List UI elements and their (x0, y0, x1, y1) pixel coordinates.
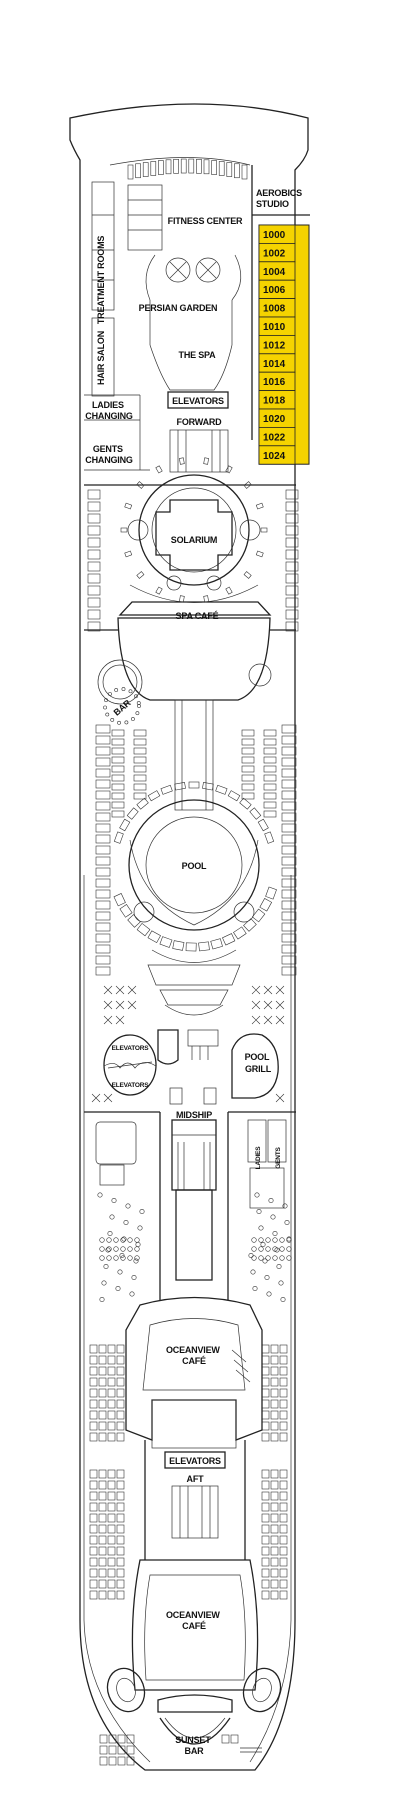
pool-section (84, 617, 296, 1016)
cabin-number: 1022 (263, 432, 286, 443)
midship-section (84, 1029, 296, 1300)
elevators-aft-label: ELEVATORS (169, 1456, 221, 1466)
hull-inner (83, 875, 292, 1763)
cabin-number: 1018 (263, 396, 286, 407)
cabin-number: 1010 (263, 322, 286, 333)
forward-label: FORWARD (177, 417, 223, 427)
solarium-label: SOLARIUM (171, 535, 217, 545)
spa-cafe-label: SPA CAFÉ (176, 611, 219, 621)
aerobics-label-2: STUDIO (256, 199, 289, 209)
cabin-number: 1012 (263, 340, 286, 351)
deck-furniture (87, 457, 299, 1766)
cabin-number: 1020 (263, 414, 286, 425)
ladies-changing-label-2: CHANGING (85, 411, 133, 421)
cabin-number: 1000 (263, 230, 286, 241)
cabin-block: 1000 1002 1004 1006 1008 1010 1012 1014 1016 1018… (258, 224, 310, 465)
sunset-bar-label-1: SUNSET (175, 1735, 211, 1745)
the-spa-label: THE SPA (179, 350, 217, 360)
svg-text:POOL GRILL: POOL GRILL (245, 1052, 272, 1074)
pool-grill-label-1: POOL (245, 1052, 270, 1062)
midship-label: MIDSHIP (176, 1110, 212, 1120)
gents-changing-label-1: GENTS (93, 444, 123, 454)
cabin-number: 1016 (263, 377, 286, 388)
elevators-midship-label-2: ELEVATORS (112, 1082, 150, 1089)
svg-text:AEROBICS STUDIO: AEROBICS STUDIO (256, 188, 304, 209)
aerobics-label-1: AEROBICS (256, 188, 302, 198)
oceanview-cafe-aft-label-1: OCEANVIEW (166, 1610, 220, 1620)
forward-section (84, 157, 310, 473)
ladies-label: LADIES (255, 1146, 262, 1170)
cabin-number: 1004 (263, 267, 286, 278)
bar-label: BAR (112, 697, 133, 717)
oceanview-cafe-label-1: OCEANVIEW (166, 1345, 220, 1355)
oceanview-cafe-aft-label-2: CAFÉ (182, 1621, 206, 1631)
pool-label: POOL (182, 861, 207, 871)
cabin-number: 1014 (263, 359, 286, 370)
cabin-number: 1006 (263, 285, 286, 296)
elevators-forward-label: ELEVATORS (172, 396, 224, 406)
sunset-bar-label-2: BAR (185, 1746, 205, 1756)
aft-label: AFT (187, 1474, 205, 1484)
svg-text:OCEANVIEW CAFÉ: OCEANVIEW CAFÉ (166, 1345, 222, 1366)
persian-garden-label: PERSIAN GARDEN (139, 303, 218, 313)
gents-changing-label-2: CHANGING (85, 455, 133, 465)
gents-label: GENTS (275, 1146, 282, 1168)
ladies-changing-label-1: LADIES (92, 400, 124, 410)
svg-text:SUNSET BAR: SUNSET BAR (175, 1735, 213, 1756)
solarium-section (84, 474, 296, 616)
cabin-number: 1008 (263, 304, 286, 315)
hair-salon-label: HAIR SALON (96, 331, 106, 385)
svg-text:GENTS CHANGING: GENTS CHANGING (85, 444, 133, 465)
elevators-midship-label-1: ELEVATORS (112, 1045, 150, 1052)
aft-section (106, 1440, 282, 1753)
oceanview-cafe-label-2: CAFÉ (182, 1356, 206, 1366)
svg-text:LADIES CHANGING: LADIES CHANGING (85, 400, 133, 421)
fitness-center-label: FITNESS CENTER (168, 216, 243, 226)
treatment-rooms-label: TREATMENT ROOMS (96, 236, 106, 325)
cabin-1024[interactable] (258, 445, 296, 465)
oceanview-cafe-forward (125, 1296, 263, 1469)
pool-grill-label-2: GRILL (245, 1064, 272, 1074)
hull-outline (69, 103, 309, 1771)
cabin-number: 1024 (263, 451, 286, 462)
cabin-number: 1002 (263, 248, 286, 259)
svg-text:OCEANVIEW CAFÉ: OCEANVIEW CAFÉ (166, 1610, 222, 1631)
